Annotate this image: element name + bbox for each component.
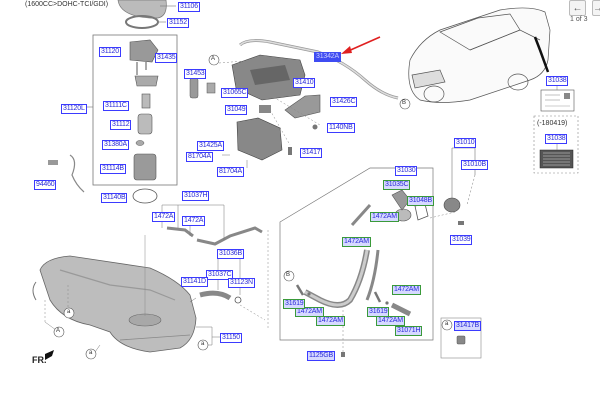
part-label-31140b[interactable]: 31140B (101, 193, 128, 203)
vent-hose-2 (196, 226, 263, 246)
pump-assembly-box (92, 34, 178, 186)
part-label-94460[interactable]: 94460 (34, 180, 57, 190)
part-label-31065c[interactable]: 31065C (221, 88, 249, 98)
part-label-31417b[interactable]: 31417B (454, 321, 481, 331)
page-indicator: 1 of 3 (570, 16, 588, 23)
canister-bracket-part (284, 94, 321, 119)
ref-marker-a-small-3: a (201, 341, 205, 347)
front-marker: FR. (32, 355, 47, 365)
part-label-81704a-2[interactable]: 81704A (217, 167, 244, 177)
part-label-31426c[interactable]: 31426C (330, 97, 358, 107)
pump-module-top (129, 39, 159, 63)
part-label-1472am-3[interactable]: 1472AM (392, 285, 421, 295)
lower-canister-part (236, 117, 283, 161)
part-label-31049[interactable]: 31049 (225, 105, 248, 115)
part-label-1472am-1[interactable]: 1472AM (370, 212, 399, 222)
part-label-31342a-highlighted[interactable]: 31342A (314, 52, 341, 62)
part-label-1125gb[interactable]: 1125GB (307, 351, 335, 361)
filler-neck-box (279, 167, 434, 341)
part-label-1472am-4[interactable]: 1472AM (295, 307, 324, 317)
part-label-1472am-2[interactable]: 1472AM (342, 237, 371, 247)
ref-marker-b-lower: B (286, 272, 291, 278)
part-label-1472a-1[interactable]: 1472A (152, 212, 176, 222)
part-31417b (456, 335, 466, 345)
ref-marker-a-small-1: a (67, 309, 71, 315)
engine-caption: (1600CC>DOHC-TCI/GDI) (25, 1, 109, 8)
ref-marker-a-lower: A (56, 328, 61, 334)
pipe-31453-part (189, 77, 199, 99)
part-label-31619-1[interactable]: 31619 (283, 299, 306, 309)
prev-page-button[interactable]: ← (569, 0, 586, 16)
ref-marker-a-small-4: a (445, 321, 449, 327)
fuel-door-part (443, 197, 461, 213)
part-label-31380a[interactable]: 31380A (102, 140, 129, 150)
fuel-filler-indicator (533, 36, 550, 73)
fuel-tank-part (39, 255, 197, 353)
part-label-31048b[interactable]: 31048B (407, 196, 434, 206)
pump-reservoir-part (133, 153, 157, 181)
o-ring-part (132, 188, 158, 204)
gasket-ring-part (125, 15, 159, 29)
part-label-31038-2[interactable]: 31038 (545, 134, 568, 144)
sensor-wire-part (69, 154, 85, 193)
part-label-31453[interactable]: 31453 (184, 69, 207, 79)
part-31417b-box (440, 317, 482, 359)
part-label-31152[interactable]: 31152 (167, 18, 189, 28)
ref-marker-a-upper: A (211, 56, 216, 62)
red-arrow-head (341, 46, 352, 54)
part-label-31071h[interactable]: 31071H (395, 326, 423, 336)
filler-hose-part (199, 290, 232, 301)
part-label-1140nb[interactable]: 1140NB (327, 123, 355, 133)
front-arrow-icon (45, 350, 54, 360)
vent-hose-1 (166, 226, 194, 238)
part-label-31035c[interactable]: 31035C (383, 180, 411, 190)
part-label-31120l[interactable]: 31120L (61, 104, 87, 114)
part-label-1472am-5[interactable]: 1472AM (316, 316, 345, 326)
part-label-31114b[interactable]: 31114B (100, 164, 126, 174)
date-range-box (533, 115, 579, 174)
part-label-31417[interactable]: 31417 (300, 148, 323, 158)
part-label-31141d[interactable]: 31141D (181, 277, 208, 287)
part-label-31038-1[interactable]: 31038 (546, 76, 569, 86)
part-label-31037h[interactable]: 31037H (182, 191, 210, 201)
part-label-31120[interactable]: 31120 (99, 47, 121, 57)
part-label-1472am-6[interactable]: 1472AM (376, 316, 405, 326)
hose-31071h (390, 302, 412, 317)
vehicle-illustration (408, 7, 551, 103)
part-label-31410[interactable]: 31410 (293, 78, 316, 88)
red-arrow-line (345, 36, 381, 53)
part-label-31037c[interactable]: 31037C (206, 270, 234, 280)
pump-filter-part (141, 93, 151, 109)
pump-motor-part (137, 113, 153, 135)
part-label-31425a[interactable]: 31425A (197, 141, 224, 151)
part-label-31435[interactable]: 31435 (155, 53, 178, 63)
part-label-31112[interactable]: 31112 (110, 120, 132, 130)
part-label-1472a-2[interactable]: 1472A (182, 216, 206, 226)
part-label-31010[interactable]: 31010 (454, 138, 477, 148)
part-label-31106[interactable]: 31106 (178, 2, 200, 12)
next-page-button[interactable]: → (592, 0, 600, 16)
part-label-81704a-1[interactable]: 81704A (186, 152, 213, 162)
part-label-31039[interactable]: 31039 (450, 235, 473, 245)
part-label-31036b[interactable]: 31036B (217, 249, 244, 259)
arrow-left-icon: ← (572, 2, 583, 14)
date-range-caption: (-180419) (537, 120, 568, 127)
filter-31049-part (259, 105, 271, 113)
part-label-31030[interactable]: 31030 (395, 166, 418, 176)
part-label-31150[interactable]: 31150 (220, 333, 242, 343)
part-label-31619-2[interactable]: 31619 (367, 307, 390, 317)
part-label-31010b[interactable]: 31010B (461, 160, 488, 170)
ref-marker-b: B (402, 100, 407, 106)
part-label-31111c[interactable]: 31111C (103, 101, 129, 111)
arrow-right-icon: → (593, 2, 600, 14)
part-label-31123n[interactable]: 31123N (228, 278, 255, 288)
ref-marker-a-small-2: a (89, 350, 93, 356)
